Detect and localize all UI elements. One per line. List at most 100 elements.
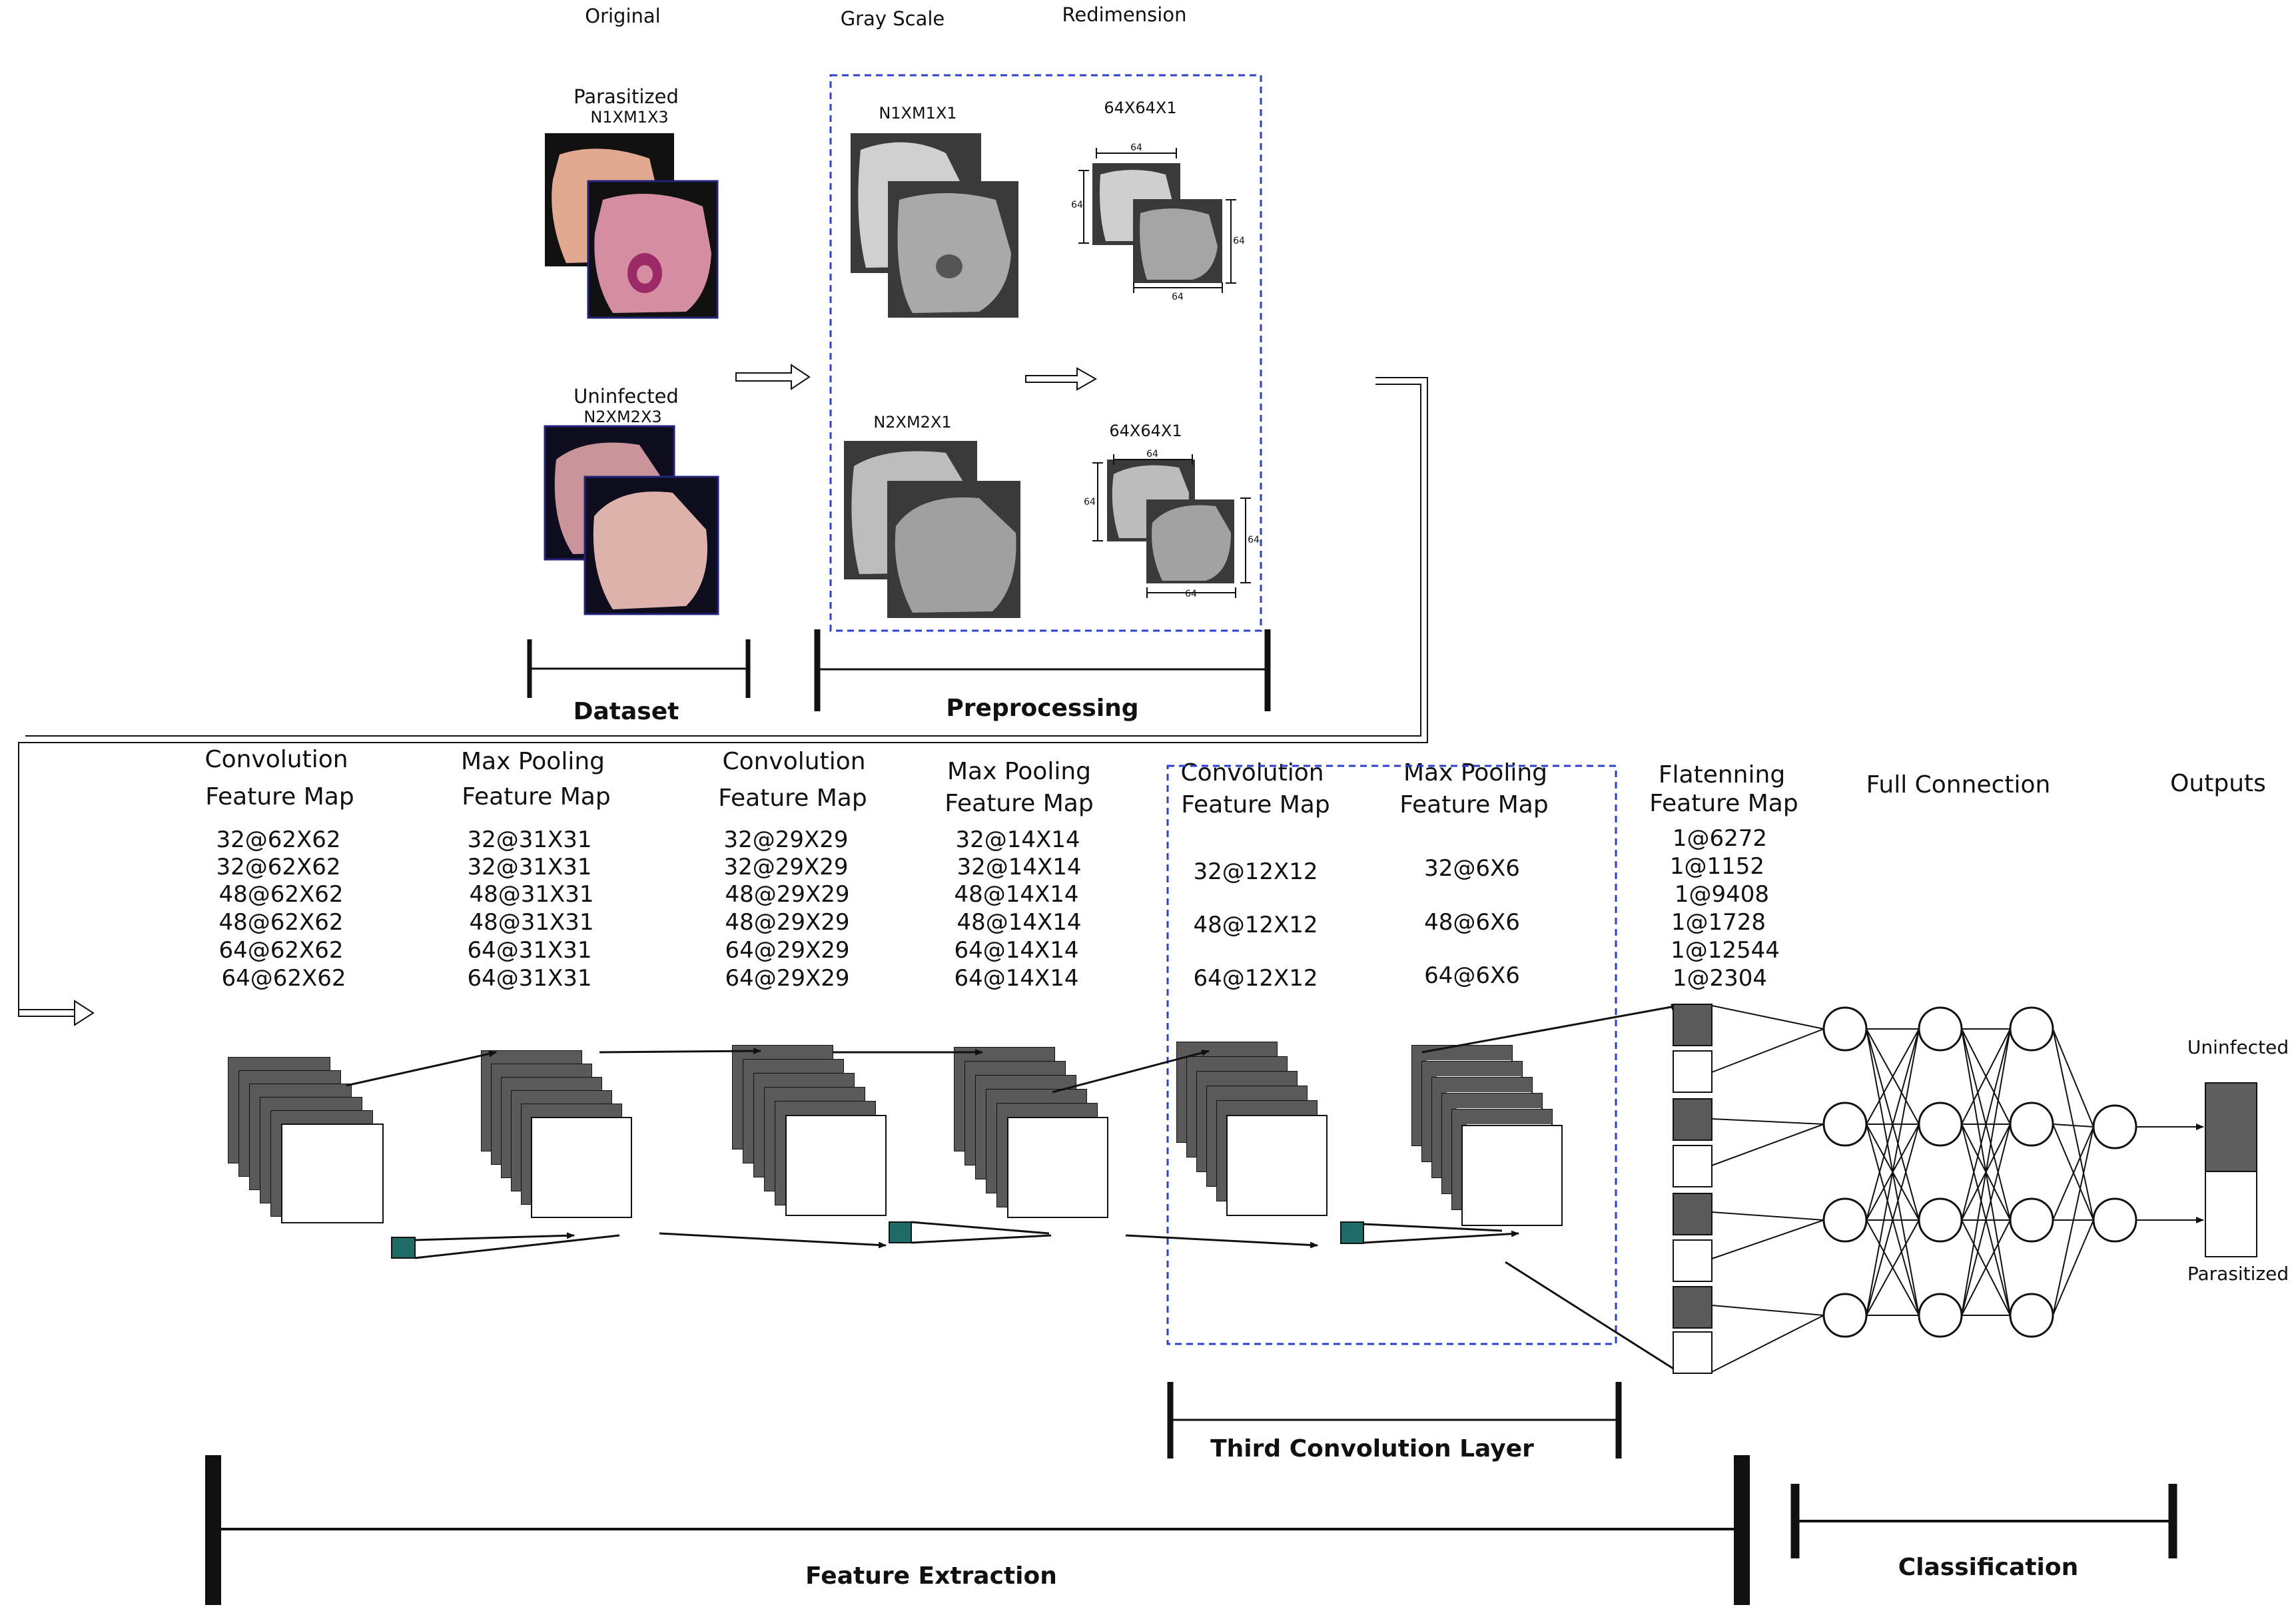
uninfected-cell-images xyxy=(544,425,719,615)
full-connection-label: Full Connection xyxy=(1866,771,2051,799)
layer-subtitle: Feature Map xyxy=(1399,791,1548,818)
layer-value: 64@29X29 xyxy=(725,937,849,964)
layer-value: 64@29X29 xyxy=(725,965,849,992)
preprocessing-bracket-label: Preprocessing xyxy=(946,695,1138,722)
flatten-cell xyxy=(1673,1239,1713,1282)
neuron xyxy=(1822,1293,1868,1338)
classification-bracket-label: Classification xyxy=(1898,1554,2078,1581)
feature-map-stack xyxy=(732,1045,887,1216)
layer-title: Flatenning xyxy=(1659,761,1785,789)
neuron xyxy=(1822,1006,1868,1052)
flatten-cell xyxy=(1673,1286,1713,1329)
layer-subtitle: Feature Map xyxy=(945,790,1093,817)
layer-value: 64@12X12 xyxy=(1193,965,1318,992)
flatten-cell xyxy=(1673,1004,1713,1046)
layer-title: Max Pooling xyxy=(461,748,605,775)
layer-value: 48@62X62 xyxy=(218,909,343,936)
layer-value: 32@31X31 xyxy=(467,826,591,853)
layer-columns: Convolution Feature Map 32@62X62 32@62X6… xyxy=(204,746,2265,992)
feature-map-sheet xyxy=(785,1115,887,1216)
kernel-square xyxy=(1340,1221,1364,1244)
layer-value: 64@62X62 xyxy=(218,937,343,964)
hollow-arrow-icon xyxy=(1025,367,1098,391)
feature-map-stack xyxy=(1411,1045,1563,1226)
feature-map-stack xyxy=(228,1057,384,1223)
parasitized-label: Parasitized xyxy=(574,85,679,108)
neuron xyxy=(1918,1102,1963,1147)
feature-map-sheet xyxy=(1226,1115,1328,1216)
outputs-label: Outputs xyxy=(2170,770,2266,797)
uninfected-label: Uninfected xyxy=(574,385,679,408)
kernel-square xyxy=(889,1221,912,1243)
preprocessing-dashed-box xyxy=(829,74,1262,632)
layer-value: 48@62X62 xyxy=(218,881,343,908)
flatten-cell xyxy=(1673,1050,1713,1093)
fully-connected-network xyxy=(1673,1004,2204,1374)
dim-tick-label: 64 xyxy=(1071,200,1083,210)
gray-dims-1: N1XM1X1 xyxy=(879,104,957,123)
flatten-vector xyxy=(1673,1004,1713,1374)
dataset-bracket-label: Dataset xyxy=(574,698,679,725)
feature-map-sheet xyxy=(281,1124,384,1223)
hollow-arrow-icon xyxy=(735,364,811,390)
neuron xyxy=(2009,1197,2054,1243)
classification-bracket: Classification xyxy=(1790,1484,2177,1581)
layer-title: Convolution xyxy=(1180,759,1324,787)
third-conv-dashed-box xyxy=(1166,765,1617,1345)
layer-value: 64@14X14 xyxy=(954,937,1078,964)
layer-value: 1@6272 xyxy=(1673,825,1767,852)
output-parasitized-bar xyxy=(2205,1171,2257,1257)
network-edges xyxy=(1711,1005,2204,1373)
feature-map-stack xyxy=(954,1047,1108,1218)
layer-column-pool3: Max Pooling Feature Map 32@6X6 48@6X6 64… xyxy=(1399,759,1548,989)
neuron xyxy=(2009,1006,2054,1052)
layer-value: 1@1728 xyxy=(1671,909,1766,936)
layer-value: 64@31X31 xyxy=(467,937,591,964)
layer-value: 48@31X31 xyxy=(469,881,593,908)
layer-value: 1@9408 xyxy=(1675,881,1769,908)
neuron xyxy=(2092,1197,2137,1243)
hollow-arrow-icon xyxy=(74,1000,95,1026)
layer-value: 64@62X62 xyxy=(221,965,346,992)
layer-column-conv3: Convolution Feature Map 32@12X12 48@12X1… xyxy=(1180,759,1330,992)
layer-value: 32@14X14 xyxy=(957,854,1081,880)
output-uninfected-bar xyxy=(2205,1082,2257,1172)
grayscale-header: Gray Scale xyxy=(841,7,945,30)
neuron xyxy=(2009,1293,2054,1338)
layer-value: 64@14X14 xyxy=(954,965,1078,992)
feature-extraction-bracket-label: Feature Extraction xyxy=(805,1562,1057,1590)
layer-value: 32@12X12 xyxy=(1193,858,1318,885)
dim-tick-label: 64 xyxy=(1172,292,1184,302)
dim-tick-label: 64 xyxy=(1130,143,1142,153)
feature-map-sheet xyxy=(531,1117,632,1218)
dim-tick-label: 64 xyxy=(1146,449,1158,460)
stack-connections xyxy=(346,1004,1679,1373)
layer-value: 48@29X29 xyxy=(725,909,849,936)
layer-value: 32@62X62 xyxy=(216,854,340,880)
layer-subtitle: Feature Map xyxy=(1649,790,1798,817)
layer-value: 32@31X31 xyxy=(467,854,591,880)
dim-tick-label: 64 xyxy=(1084,497,1096,507)
layer-value: 32@14X14 xyxy=(955,826,1080,853)
layer-value: 32@6X6 xyxy=(1424,855,1520,882)
neuron xyxy=(1918,1197,1963,1243)
resized-dims-1: 64X64X1 xyxy=(1104,99,1176,117)
layer-value: 32@29X29 xyxy=(723,854,848,880)
grayscale-images-uninfected xyxy=(844,441,1020,618)
layer-subtitle: Feature Map xyxy=(205,783,354,810)
output-block: Uninfected Parasitized xyxy=(2187,1036,2289,1285)
neuron xyxy=(1822,1102,1868,1147)
resized-images-parasitized: 64 64 64 64 xyxy=(1071,143,1245,302)
layer-value: 1@12544 xyxy=(1671,937,1780,964)
feature-map-sheet xyxy=(1461,1125,1563,1226)
layer-column-conv1: Convolution Feature Map 32@62X62 32@62X6… xyxy=(204,746,354,992)
resized-dims-2: 64X64X1 xyxy=(1109,422,1182,440)
feature-map-sheet xyxy=(1007,1117,1108,1218)
layer-value: 64@31X31 xyxy=(467,965,591,992)
output-uninfected-label: Uninfected xyxy=(2187,1036,2289,1058)
layer-value: 1@2304 xyxy=(1673,965,1767,992)
layer-value: 1@1152 xyxy=(1670,853,1764,880)
dim-tick-label: 64 xyxy=(1185,589,1197,599)
layer-value: 48@14X14 xyxy=(957,909,1081,936)
